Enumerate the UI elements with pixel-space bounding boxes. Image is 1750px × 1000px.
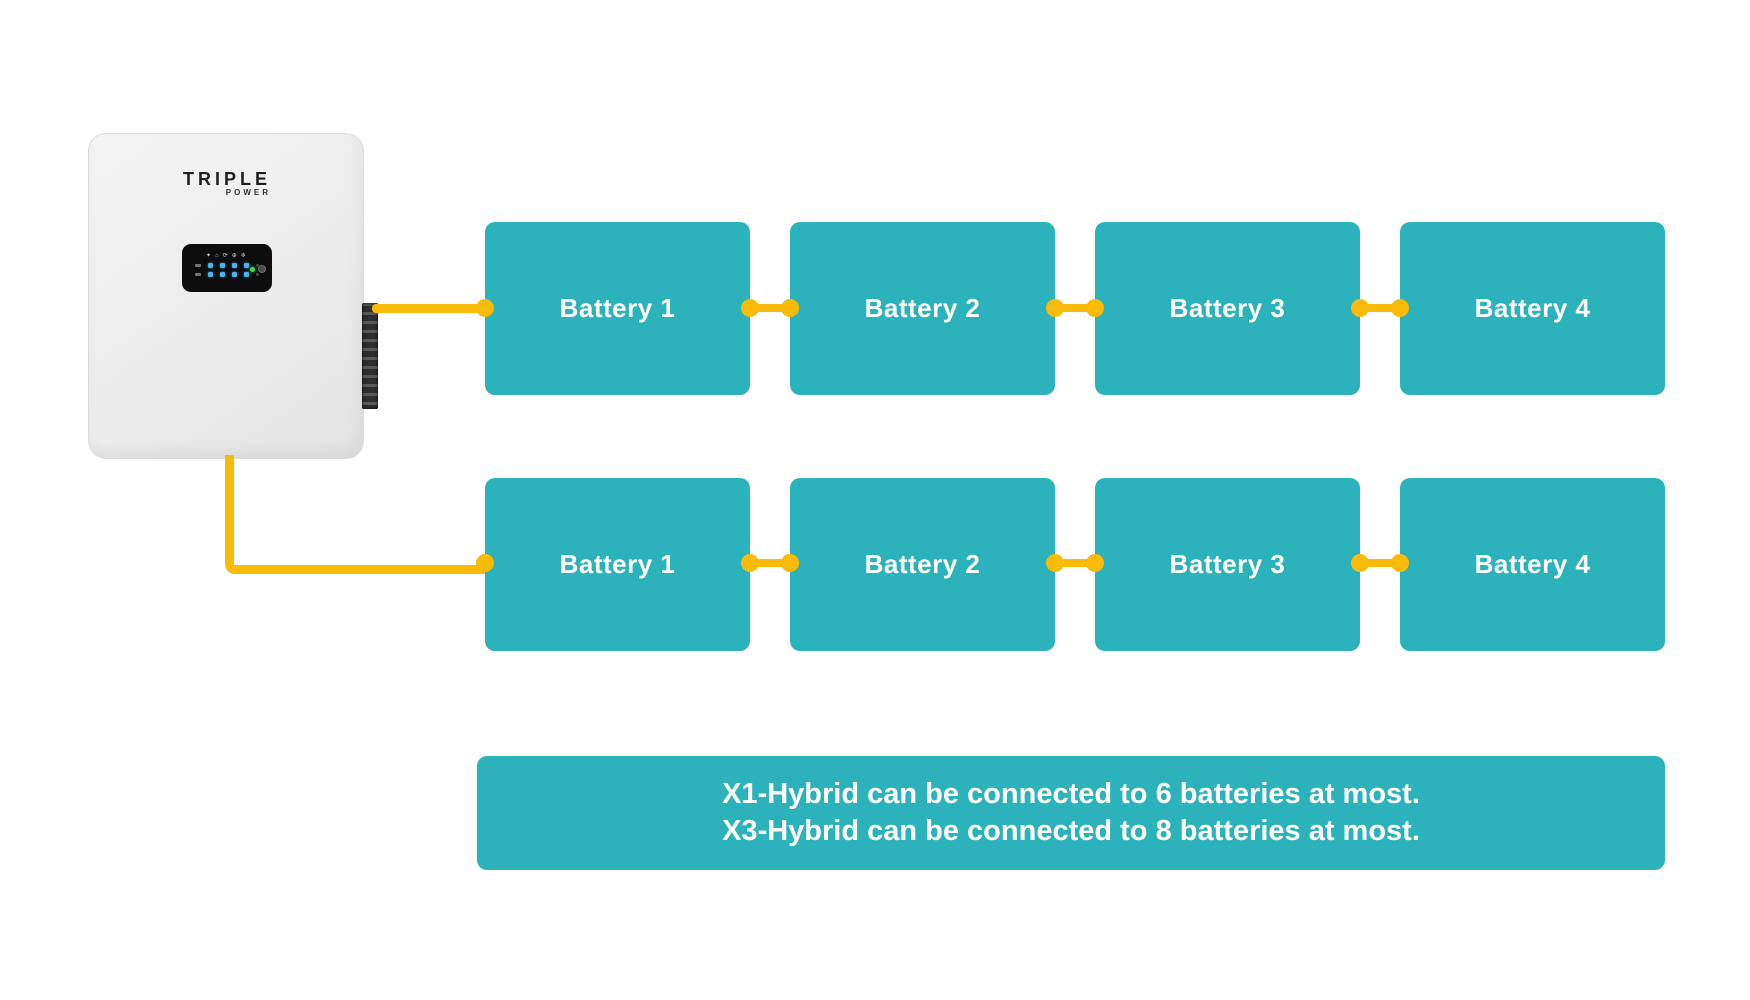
note-line-2: X3-Hybrid can be connected to 8 batterie… [722, 815, 1420, 847]
blue-led [244, 263, 249, 268]
note-banner: X1-Hybrid can be connected to 6 batterie… [477, 756, 1665, 870]
status-icon: ❄ [240, 252, 246, 259]
battery-row2-2: Battery 2 [790, 478, 1055, 651]
cable-node-dot [741, 299, 759, 317]
brand-logo: TRIPLE POWER [182, 169, 271, 197]
battery-label: Battery 2 [864, 293, 981, 323]
battery-label: Battery 3 [1169, 549, 1286, 579]
battery-row2-4: Battery 4 [1400, 478, 1665, 651]
status-icon: ⊕ [231, 252, 237, 259]
cable-link [748, 304, 792, 312]
panel-button [258, 265, 266, 273]
cable-link [1358, 559, 1402, 567]
dim-led [256, 264, 259, 267]
battery-label: Battery 3 [1169, 293, 1286, 323]
cable-node-dot [781, 554, 799, 572]
cable-node-dot [476, 554, 494, 572]
battery-row1-4: Battery 4 [1400, 222, 1665, 395]
blue-led [220, 272, 225, 277]
battery-label: Battery 4 [1474, 549, 1591, 579]
inverter-unit: TRIPLE POWER ✦ ⌂ ⟳ ⊕ ❄ [88, 133, 364, 459]
blue-led [208, 263, 213, 268]
cable-node-dot [1046, 554, 1064, 572]
cable-node-dot [741, 554, 759, 572]
battery-row2-1: Battery 1 [485, 478, 750, 651]
battery-row2-3: Battery 3 [1095, 478, 1360, 651]
cable-node-dot [1086, 554, 1104, 572]
led-row-label [195, 264, 201, 267]
cable-inverter-to-row2 [225, 455, 489, 574]
battery-label: Battery 4 [1474, 293, 1591, 323]
cable-link [748, 559, 792, 567]
power-led [250, 267, 255, 272]
cable-node-dot [1391, 554, 1409, 572]
brand-name: TRIPLE [182, 169, 271, 189]
status-icon: ⌂ [215, 252, 219, 259]
cable-node-dot [1351, 299, 1369, 317]
status-icon: ✦ [206, 252, 212, 259]
cable-node-dot [1351, 554, 1369, 572]
battery-row1-3: Battery 3 [1095, 222, 1360, 395]
led-display-panel: ✦ ⌂ ⟳ ⊕ ❄ [182, 244, 272, 292]
cable-node-dot [1046, 299, 1064, 317]
battery-row1-2: Battery 2 [790, 222, 1055, 395]
battery-row1-1: Battery 1 [485, 222, 750, 395]
cable-link [1053, 559, 1097, 567]
led-row-2 [195, 272, 272, 277]
dim-led [256, 273, 259, 276]
blue-led [232, 263, 237, 268]
battery-port [362, 303, 378, 409]
cable-node-dot [1391, 299, 1409, 317]
cable-node-dot [476, 299, 494, 317]
status-icon-row: ✦ ⌂ ⟳ ⊕ ❄ [206, 252, 272, 259]
cable-link [1358, 304, 1402, 312]
battery-label: Battery 2 [864, 549, 981, 579]
blue-led [220, 263, 225, 268]
note-line-1: X1-Hybrid can be connected to 6 batterie… [722, 778, 1420, 810]
cable-inverter-to-row1 [372, 304, 484, 313]
blue-led [232, 272, 237, 277]
brand-subname: POWER [225, 188, 271, 197]
status-icon: ⟳ [222, 252, 228, 259]
blue-led [244, 272, 249, 277]
led-row-1 [195, 263, 272, 268]
led-row-label [195, 273, 201, 276]
blue-led [208, 272, 213, 277]
cable-node-dot [781, 299, 799, 317]
battery-label: Battery 1 [559, 549, 676, 579]
battery-label: Battery 1 [559, 293, 676, 323]
cable-link [1053, 304, 1097, 312]
cable-node-dot [1086, 299, 1104, 317]
